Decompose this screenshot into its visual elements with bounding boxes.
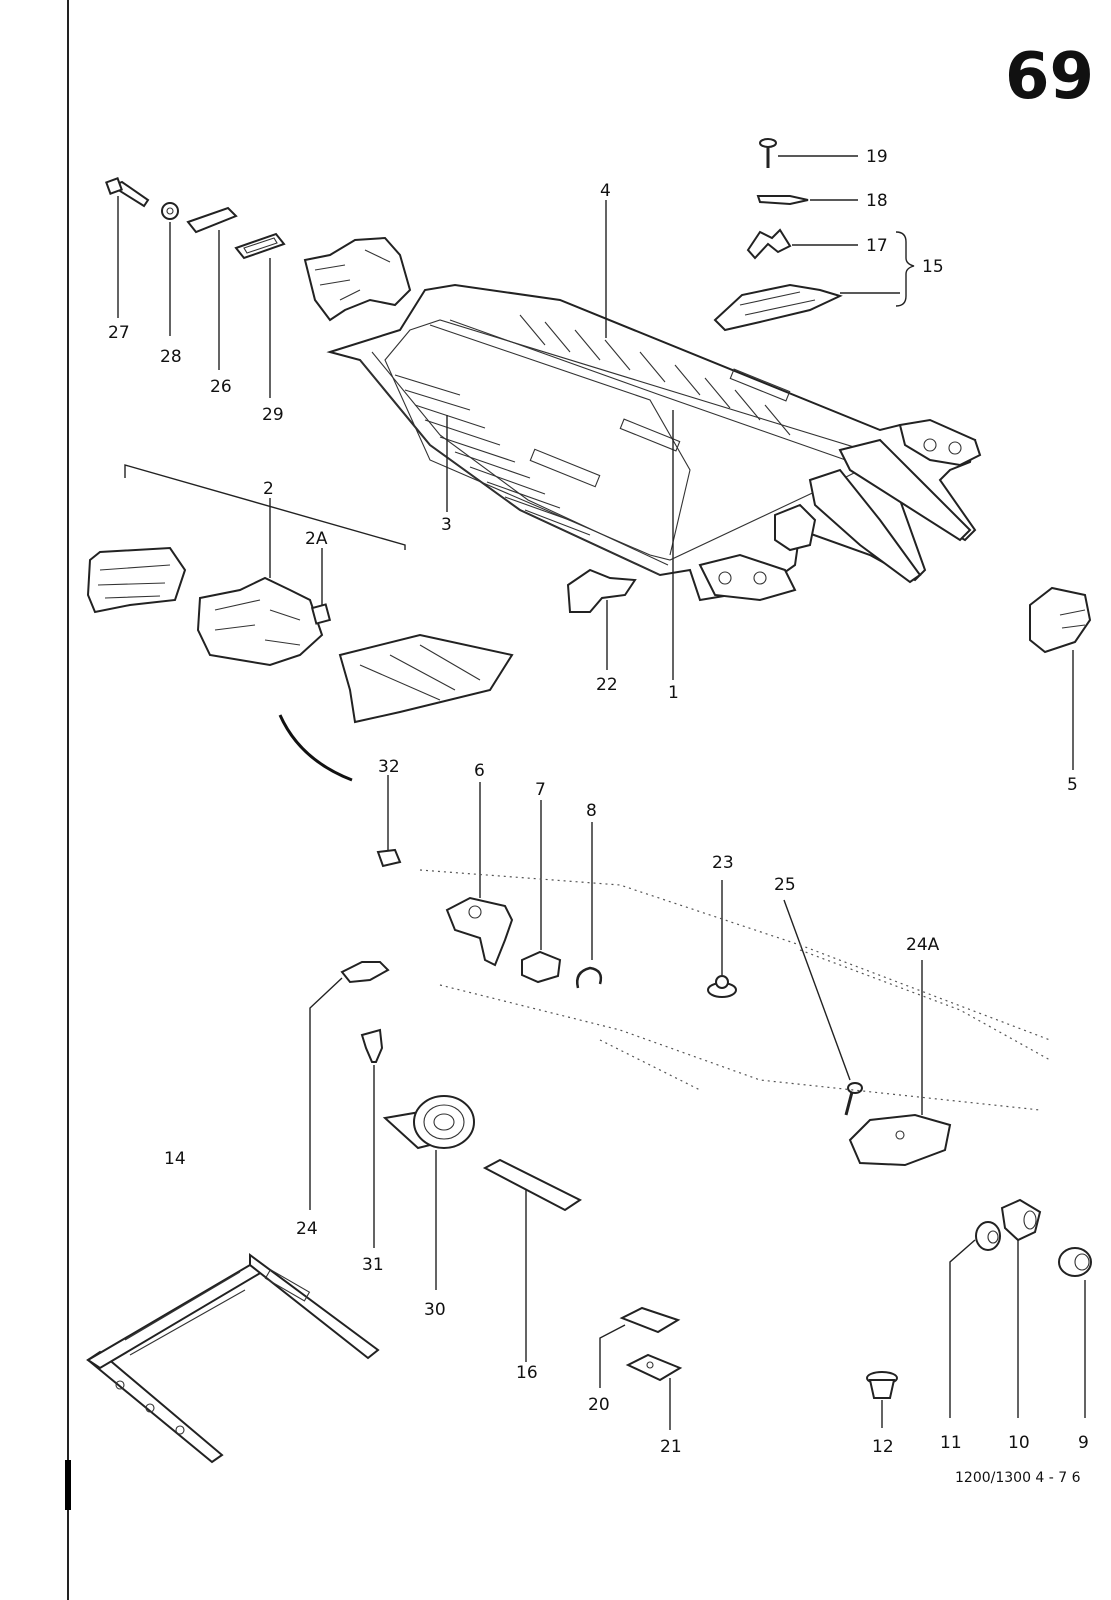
callout-4: 4 [600, 181, 611, 201]
right-pan-ribs [519, 314, 791, 452]
part-28-washer [161, 202, 179, 336]
callout-32: 32 [378, 757, 400, 777]
callout-27: 27 [108, 323, 130, 343]
part-19-screw [759, 138, 858, 168]
part-24-clip [309, 961, 390, 1210]
callout-22: 22 [596, 675, 618, 695]
part-26-gasket [186, 206, 238, 370]
callout-14: 14 [164, 1149, 186, 1169]
callout-10: 10 [1008, 1433, 1030, 1453]
callout-21: 21 [660, 1437, 682, 1457]
part-16-strip [482, 1158, 582, 1362]
part-7-block [521, 800, 562, 984]
callout-29: 29 [262, 405, 284, 425]
callout-8: 8 [586, 801, 597, 821]
floor-outline-dotted [419, 869, 1051, 1111]
part-25-screw [783, 899, 863, 1116]
callout-16: 16 [516, 1363, 538, 1383]
callout-9: 9 [1078, 1433, 1089, 1453]
part-17-bracket [746, 228, 858, 260]
callout-26: 26 [210, 377, 232, 397]
part-32-clip [376, 775, 402, 868]
part-22-bracket [566, 568, 637, 670]
part-27-bolt [105, 177, 150, 318]
callout-18: 18 [866, 191, 888, 211]
part-11-bushing [949, 1221, 1001, 1418]
callout-1: 1 [668, 683, 679, 703]
part-15-cover [713, 231, 915, 332]
part-20-pad [599, 1306, 681, 1388]
callout-31: 31 [362, 1255, 384, 1275]
part-2a-plate [310, 548, 332, 625]
part-24a-cover [848, 960, 952, 1167]
part-18-strap [756, 195, 858, 206]
callout-6: 6 [474, 761, 485, 781]
part-6-flange [445, 782, 514, 967]
callout-24: 24 [296, 1219, 318, 1239]
callout-labels: 1 2 2A 3 4 5 6 7 8 9 10 11 12 14 15 16 1… [108, 147, 1089, 1457]
page-number: 69 [1005, 40, 1094, 114]
part-32-arc [278, 714, 353, 782]
part-21-pad [625, 1353, 683, 1430]
left-pan-ribs [394, 374, 601, 536]
callout-5: 5 [1067, 775, 1078, 795]
callout-17: 17 [866, 236, 888, 256]
callout-12: 12 [872, 1437, 894, 1457]
part-14-frame [86, 1253, 380, 1464]
callout-3: 3 [441, 515, 452, 535]
callout-30: 30 [424, 1300, 446, 1320]
callout-2a: 2A [305, 529, 328, 549]
callout-2: 2 [263, 479, 274, 499]
part-2-group [86, 464, 514, 724]
part-9-bushing [1058, 1247, 1092, 1418]
part-10-bushing [1000, 1198, 1042, 1418]
footer-code: 1200/1300 4 - 7 6 [955, 1470, 1081, 1486]
callout-20: 20 [588, 1395, 610, 1415]
callout-15: 15 [922, 257, 944, 277]
part-29-gasket [234, 232, 286, 398]
part-31-plug [360, 1028, 384, 1248]
callout-11: 11 [940, 1433, 962, 1453]
part-30-roll [382, 1095, 475, 1290]
callout-28: 28 [160, 347, 182, 367]
callout-24a: 24A [906, 935, 940, 955]
part-8-clip [576, 822, 603, 989]
part-23-nut [707, 880, 737, 998]
callout-23: 23 [712, 853, 734, 873]
part-5-mount [1029, 586, 1092, 770]
callout-25: 25 [774, 875, 796, 895]
callout-19: 19 [866, 147, 888, 167]
part-12-bushing [866, 1371, 898, 1428]
callout-7: 7 [535, 780, 546, 800]
floor-pan-frame [303, 236, 982, 602]
